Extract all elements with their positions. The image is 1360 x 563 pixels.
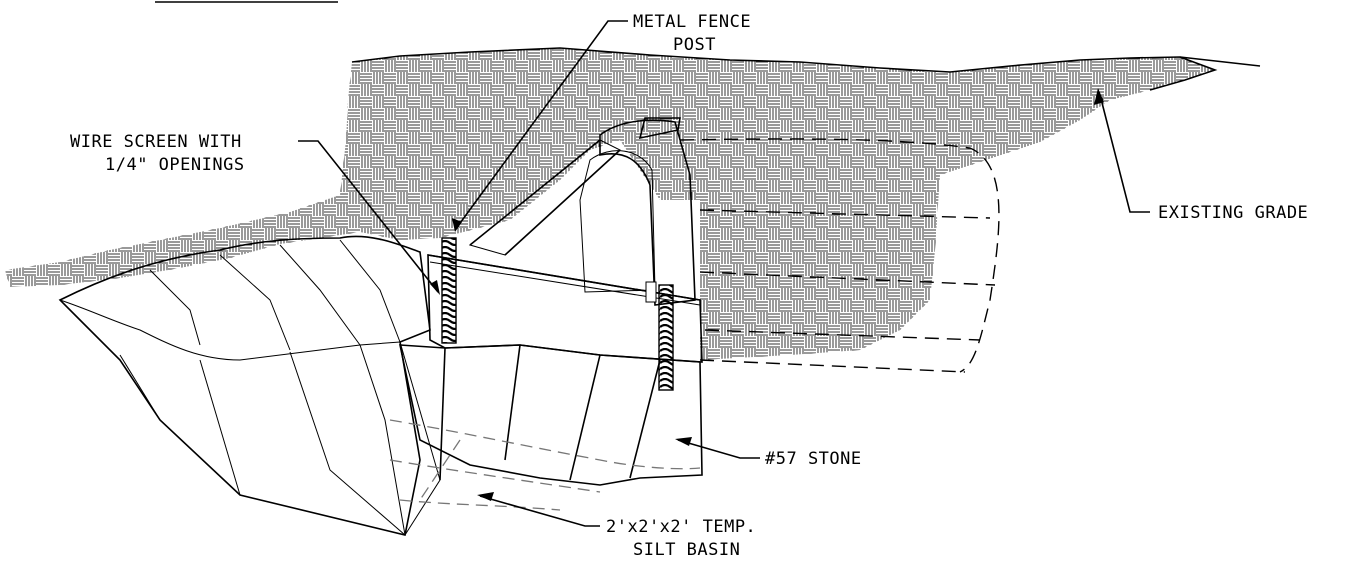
- culvert-pipe-hidden: [679, 138, 1000, 373]
- callout-labels: METAL FENCE POST WIRE SCREEN WITH 1/4" O…: [70, 12, 1308, 560]
- label-silt-basin-2: SILT BASIN: [633, 540, 740, 560]
- label-metal-fence-post-2: POST: [673, 35, 716, 55]
- label-stone: #57 STONE: [765, 449, 862, 469]
- metal-fence-post-right: [645, 281, 674, 391]
- label-wire-screen-2: 1/4" OPENINGS: [105, 155, 245, 175]
- label-existing-grade: EXISTING GRADE: [1158, 203, 1308, 223]
- label-silt-basin-1: 2'x2'x2' TEMP.: [606, 517, 756, 537]
- leader-lines: [298, 20, 1150, 527]
- metal-fence-post-left: [441, 237, 457, 344]
- pipe-end-headwall: [468, 117, 696, 306]
- silt-basin-outline: [389, 419, 701, 511]
- existing-grade-ground: [5, 47, 1261, 360]
- label-metal-fence-post-1: METAL FENCE: [633, 12, 751, 32]
- stone-fill: [398, 344, 703, 486]
- excavation-earth: [58, 235, 441, 536]
- label-wire-screen-1: WIRE SCREEN WITH: [70, 132, 242, 152]
